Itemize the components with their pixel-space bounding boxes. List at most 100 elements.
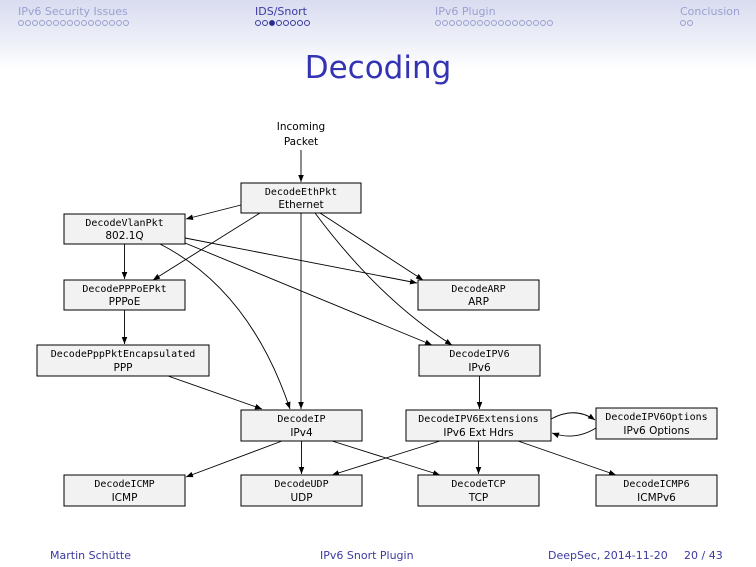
- nav-dot[interactable]: [484, 20, 490, 26]
- node-decode-eth-pkt-fn: DecodeEthPkt: [265, 187, 337, 198]
- node-decode-ipv6-options: DecodeIPV6Options IPv6 Options: [595, 407, 718, 440]
- nav-dot[interactable]: [498, 20, 504, 26]
- footer-talk-title: IPv6 Snort Plugin: [320, 549, 414, 562]
- nav-dot[interactable]: [519, 20, 525, 26]
- node-decode-vlan-pkt-fn: DecodeVlanPkt: [85, 218, 163, 229]
- navigation-bar: IPv6 Security Issues IDS/Snort IPv6 Plug…: [0, 0, 756, 70]
- edge-vlan-to-arp: [184, 237, 418, 285]
- nav-dot[interactable]: [687, 20, 693, 26]
- node-decode-pppoe-pkt-fn: DecodePPPoEPkt: [82, 284, 166, 295]
- node-decode-pppoe-pkt: DecodePPPoEPkt PPPoE: [63, 279, 186, 311]
- nav-dot[interactable]: [255, 20, 261, 26]
- entry-label-line1: Incoming: [277, 121, 325, 133]
- node-decode-ppp-pkt-encapsulated: DecodePppPktEncapsulated PPP: [36, 344, 210, 377]
- edge-vlan-to-ipv6: [184, 242, 433, 346]
- nav-dot[interactable]: [533, 20, 539, 26]
- nav-dot[interactable]: [491, 20, 497, 26]
- nav-dot[interactable]: [442, 20, 448, 26]
- node-decode-ipv6-options-label: IPv6 Options: [623, 425, 689, 437]
- nav-dot[interactable]: [116, 20, 122, 26]
- node-decode-pppoe-pkt-label: PPPoE: [109, 296, 141, 308]
- nav-dot[interactable]: [67, 20, 73, 26]
- edge-options-to-ext: [551, 427, 597, 438]
- nav-dot[interactable]: [680, 20, 686, 26]
- nav-dot[interactable]: [74, 20, 80, 26]
- nav-dot[interactable]: [123, 20, 129, 26]
- diagram-edges: [121, 150, 617, 478]
- node-decode-arp-fn: DecodeARP: [451, 284, 505, 295]
- node-decode-ipv6-extensions-fn: DecodeIPV6Extensions: [418, 414, 538, 425]
- nav-dot[interactable]: [276, 20, 282, 26]
- nav-dot[interactable]: [269, 20, 275, 26]
- nav-section-ids-snort[interactable]: IDS/Snort: [255, 5, 307, 18]
- nav-dot[interactable]: [540, 20, 546, 26]
- nav-dot[interactable]: [46, 20, 52, 26]
- nav-section-conclusion[interactable]: Conclusion: [680, 5, 740, 18]
- nav-dot[interactable]: [512, 20, 518, 26]
- nav-dot[interactable]: [290, 20, 296, 26]
- node-decode-ipv6: DecodeIPV6 IPv6: [418, 344, 541, 377]
- nav-dot[interactable]: [39, 20, 45, 26]
- node-decode-ppp-pkt-encapsulated-fn: DecodePppPktEncapsulated: [51, 349, 196, 360]
- node-decode-ipv6-label: IPv6: [468, 362, 491, 374]
- nav-dots-ids-snort[interactable]: [255, 20, 310, 26]
- nav-dot[interactable]: [456, 20, 462, 26]
- node-decode-icmp-fn: DecodeICMP: [94, 479, 154, 490]
- nav-dots-conclusion[interactable]: [680, 20, 693, 26]
- edge-eth-to-arp: [319, 212, 424, 281]
- node-decode-ip: DecodeIP IPv4: [240, 409, 363, 442]
- nav-dot[interactable]: [283, 20, 289, 26]
- edge-eth-to-pppoe: [152, 212, 261, 281]
- node-decode-arp-label: ARP: [468, 296, 489, 308]
- nav-dot[interactable]: [53, 20, 59, 26]
- nav-dot[interactable]: [262, 20, 268, 26]
- edge-ext-to-udp: [331, 440, 441, 476]
- nav-dot[interactable]: [463, 20, 469, 26]
- nav-dot[interactable]: [102, 20, 108, 26]
- node-decode-eth-pkt: DecodeEthPkt Ethernet: [240, 182, 362, 214]
- node-decode-tcp-label: TCP: [468, 492, 488, 504]
- node-decode-ip-label: IPv4: [290, 427, 313, 439]
- edge-ext-to-options: [550, 412, 596, 421]
- nav-dot[interactable]: [526, 20, 532, 26]
- nav-dot[interactable]: [470, 20, 476, 26]
- nav-dot[interactable]: [88, 20, 94, 26]
- nav-dot[interactable]: [25, 20, 31, 26]
- edge-ip-to-icmp: [185, 440, 283, 478]
- nav-dot[interactable]: [435, 20, 441, 26]
- nav-dot[interactable]: [109, 20, 115, 26]
- nav-section-ipv6-security-issues[interactable]: IPv6 Security Issues: [18, 5, 128, 18]
- nav-dot[interactable]: [18, 20, 24, 26]
- nav-dot[interactable]: [505, 20, 511, 26]
- node-decode-tcp: DecodeTCP TCP: [417, 474, 540, 507]
- nav-dot[interactable]: [304, 20, 310, 26]
- node-decode-icmp6-label: ICMPv6: [637, 492, 676, 504]
- footer-page-number[interactable]: 20 / 43: [684, 549, 723, 562]
- nav-dot[interactable]: [547, 20, 553, 26]
- node-decode-icmp6: DecodeICMP6 ICMPv6: [595, 474, 718, 507]
- node-decode-vlan-pkt: DecodeVlanPkt 802.1Q: [63, 213, 186, 245]
- edge-ppp-to-ip: [167, 375, 263, 410]
- node-decode-vlan-pkt-label: 802.1Q: [105, 230, 143, 242]
- nav-dot[interactable]: [32, 20, 38, 26]
- node-decode-ip-fn: DecodeIP: [277, 414, 325, 425]
- node-decode-icmp6-fn: DecodeICMP6: [623, 479, 689, 490]
- node-decode-udp: DecodeUDP UDP: [240, 474, 363, 507]
- node-decode-ipv6-options-fn: DecodeIPV6Options: [605, 412, 707, 423]
- nav-dot[interactable]: [95, 20, 101, 26]
- nav-dots-ipv6-plugin[interactable]: [435, 20, 553, 26]
- nav-dot[interactable]: [477, 20, 483, 26]
- node-decode-eth-pkt-label: Ethernet: [278, 199, 323, 211]
- node-decode-icmp-label: ICMP: [112, 492, 138, 504]
- nav-dot[interactable]: [60, 20, 66, 26]
- nav-dot[interactable]: [449, 20, 455, 26]
- nav-dot[interactable]: [81, 20, 87, 26]
- node-decode-icmp: DecodeICMP ICMP: [63, 474, 186, 507]
- nav-section-ipv6-plugin[interactable]: IPv6 Plugin: [435, 5, 496, 18]
- node-decode-arp: DecodeARP ARP: [417, 279, 540, 311]
- slide-title: Decoding: [304, 50, 452, 86]
- node-decode-ipv6-extensions-label: IPv6 Ext Hdrs: [443, 427, 513, 439]
- nav-dot[interactable]: [297, 20, 303, 26]
- nav-dots-ipv6-security-issues[interactable]: [18, 20, 129, 26]
